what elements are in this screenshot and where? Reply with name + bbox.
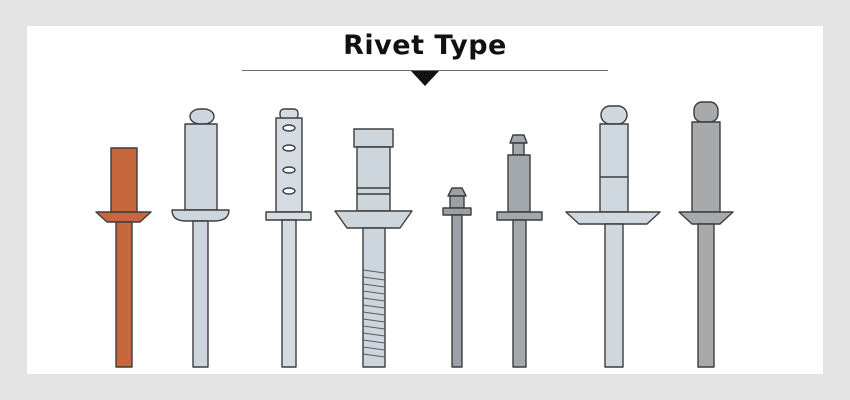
small-pin-rivet-icon [442, 187, 472, 368]
multi-grip-blind-rivet-icon [265, 108, 312, 368]
dome-head-blind-rivet-icon [171, 108, 230, 368]
grey-countersunk-rivet-icon [678, 101, 734, 368]
title-divider [242, 70, 608, 71]
copper-solid-rivet-icon [95, 147, 152, 368]
dark-blind-rivet-icon [496, 134, 543, 368]
large-flange-blind-rivet-icon [565, 105, 661, 368]
structural-blind-rivet-icon [334, 128, 413, 368]
page-title: Rivet Type [343, 30, 507, 61]
down-pointer-icon [411, 71, 439, 86]
